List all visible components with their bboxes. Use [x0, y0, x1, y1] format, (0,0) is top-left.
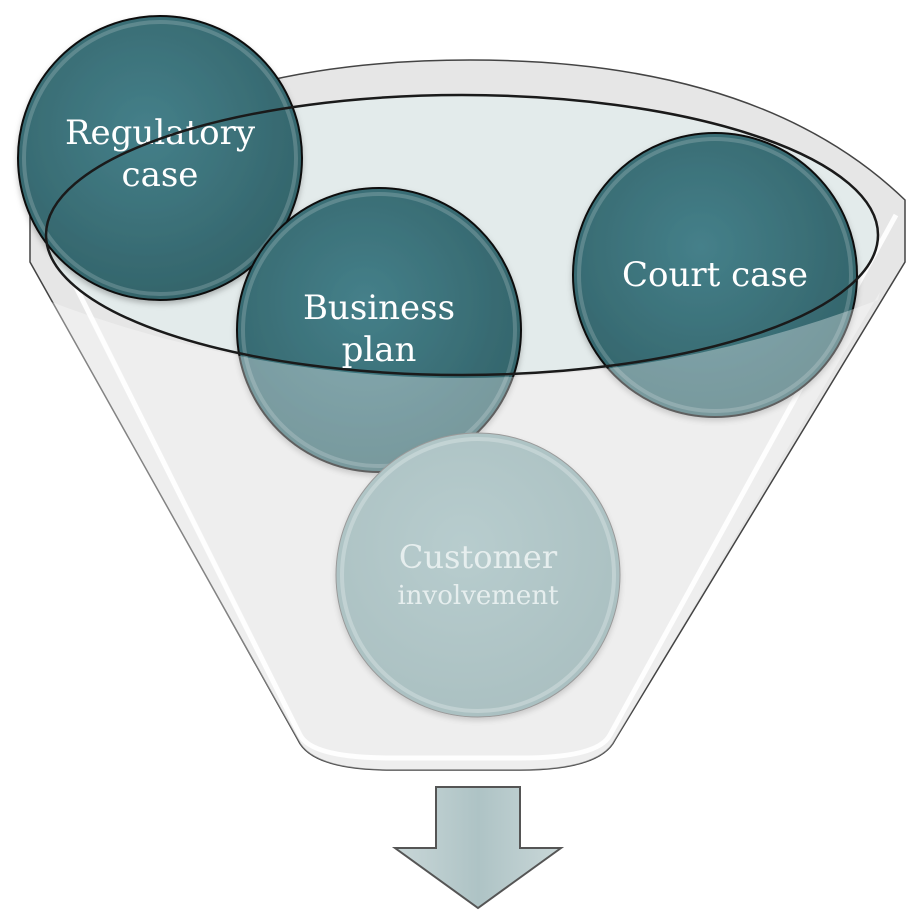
label-business-plan-line1: Business — [303, 288, 455, 328]
circle-regulatory-case — [17, 15, 303, 301]
circle-customer-involvement-bevel — [340, 437, 616, 713]
input-business-plan — [236, 187, 522, 473]
funnel-front-wall — [44, 292, 880, 770]
funnel-rim-outline — [44, 93, 880, 377]
circle-court-case — [572, 132, 858, 418]
circle-customer-involvement — [335, 432, 621, 718]
label-customer-involvement-line1: Customer — [399, 538, 558, 576]
funnel-inner-highlight — [37, 213, 899, 761]
label-regulatory-case-line2: case — [122, 155, 199, 195]
down-arrow-icon — [391, 786, 565, 910]
circle-business-plan-bevel — [241, 192, 517, 468]
label-court-case: Court case — [622, 255, 808, 295]
input-customer-involvement — [335, 432, 621, 718]
circle-business-plan — [236, 187, 522, 473]
circle-regulatory-case-bevel — [22, 20, 298, 296]
circle-court-case-bevel — [577, 137, 853, 413]
input-court-case — [572, 132, 858, 418]
input-regulatory-case — [17, 15, 303, 301]
label-customer-involvement-line2: involvement — [397, 581, 559, 611]
label-business-plan-line2: plan — [342, 330, 417, 370]
